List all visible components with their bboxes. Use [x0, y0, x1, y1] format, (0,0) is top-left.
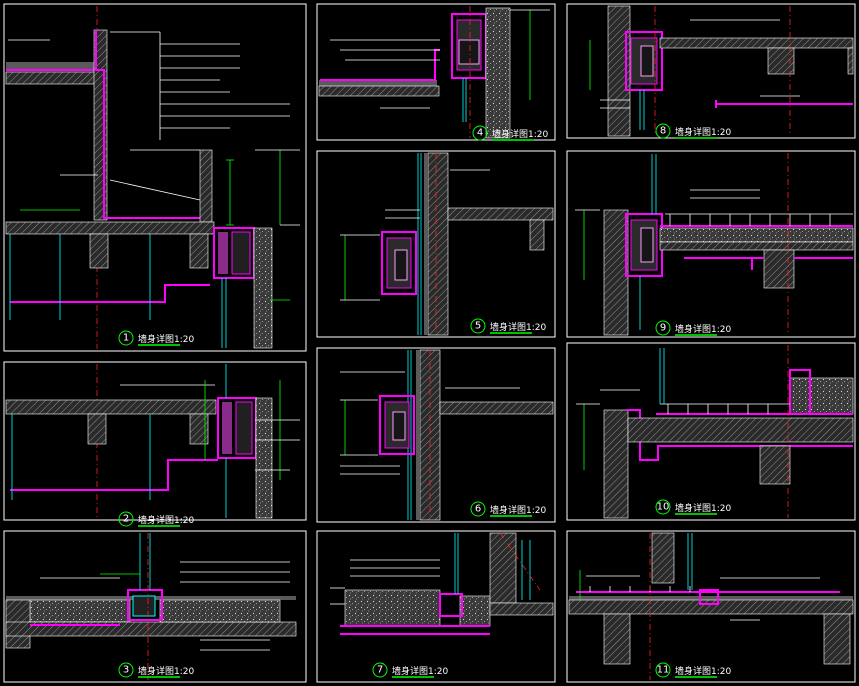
detail-panel-5: [316, 150, 556, 338]
detail-number: 9: [660, 323, 666, 334]
detail-title: 墙身详图1:20: [675, 665, 731, 677]
detail-label-6: 6 墙身详图1:20: [470, 501, 546, 517]
detail-panel-9: [566, 150, 856, 338]
detail-panel-7: [316, 530, 556, 683]
detail-label-7: 7 墙身详图1:20: [372, 662, 448, 678]
detail-label-4: 4 墙身详图1:20: [472, 125, 548, 141]
detail-title: 墙身详图1:20: [675, 126, 731, 138]
detail-title: 墙身详图1:20: [138, 665, 194, 677]
detail-label-10: 10 墙身详图1:20: [655, 499, 731, 515]
detail-title: 墙身详图1:20: [675, 502, 731, 514]
detail-number: 3: [123, 665, 129, 676]
detail-number: 2: [123, 514, 129, 525]
detail-number: 11: [657, 665, 670, 676]
detail-panel-3: [3, 530, 307, 683]
detail-panel-11: [566, 530, 856, 683]
detail-title: 墙身详图1:20: [675, 323, 731, 335]
detail-panel-6: [316, 347, 556, 523]
detail-number: 8: [660, 126, 666, 137]
detail-number: 6: [475, 504, 481, 515]
detail-title: 墙身详图1:20: [490, 504, 546, 516]
detail-label-5: 5 墙身详图1:20: [470, 318, 546, 334]
detail-title: 墙身详图1:20: [138, 514, 194, 526]
detail-panel-8: [566, 3, 856, 139]
detail-label-2: 2 墙身详图1:20: [118, 511, 194, 527]
detail-label-11: 11 墙身详图1:20: [655, 662, 731, 678]
detail-panel-10: [566, 342, 856, 521]
detail-panel-4: [316, 3, 556, 141]
detail-number: 1: [123, 333, 129, 344]
detail-label-9: 9 墙身详图1:20: [655, 320, 731, 336]
detail-number: 7: [377, 665, 383, 676]
detail-label-8: 8 墙身详图1:20: [655, 123, 731, 139]
detail-number: 10: [657, 502, 670, 513]
detail-number: 5: [475, 321, 481, 332]
detail-title: 墙身详图1:20: [392, 665, 448, 677]
detail-label-3: 3 墙身详图1:20: [118, 662, 194, 678]
detail-title: 墙身详图1:20: [138, 333, 194, 345]
detail-title: 墙身详图1:20: [490, 321, 546, 333]
detail-panel-1: [3, 3, 307, 352]
detail-number: 4: [477, 128, 483, 139]
detail-panel-2: [3, 361, 307, 521]
detail-title: 墙身详图1:20: [492, 128, 548, 140]
detail-label-1: 1 墙身详图1:20: [118, 330, 194, 346]
